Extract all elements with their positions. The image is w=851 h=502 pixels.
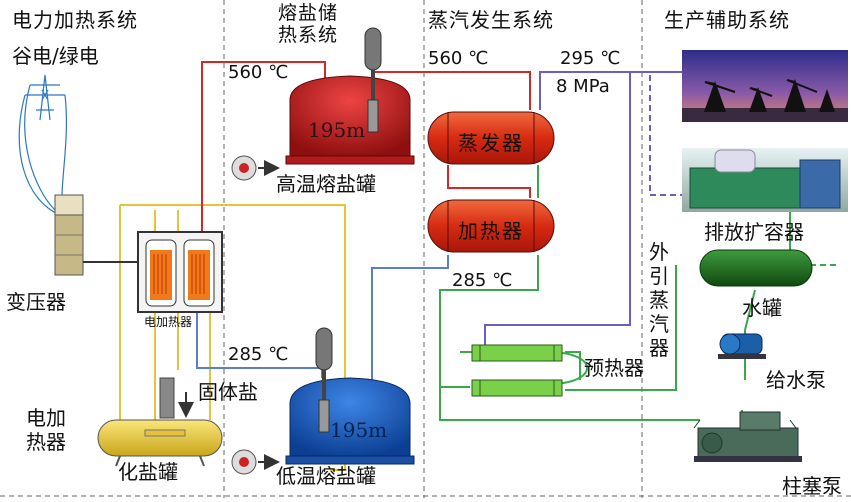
transformer-label: 变压器	[6, 290, 66, 314]
steam-in-temp: 560 ℃	[428, 48, 489, 69]
expansion-vessel-label: 排放扩容器	[704, 220, 804, 244]
feed-pump-icon	[718, 333, 766, 359]
preheater-label: 预热器	[584, 356, 644, 380]
cold-salt-temp: 285 ℃	[228, 344, 289, 365]
preheater-lower	[471, 379, 563, 397]
evaporator-vessel	[427, 111, 555, 165]
evaporator-label: 蒸发器	[458, 131, 524, 155]
steam-lines	[484, 71, 682, 345]
section-title-electric: 电力加热系统	[12, 8, 138, 32]
hot-salt-lines	[201, 61, 531, 232]
grid-power-label: 谷电/绿电	[12, 44, 99, 68]
steam-out-temp: 295 ℃	[560, 48, 621, 69]
heater-label: 加热器	[458, 219, 524, 243]
feed-pump-label: 给水泵	[766, 368, 826, 392]
heating-element-left	[145, 239, 177, 307]
preheater-upper	[471, 344, 563, 362]
section-title-steam: 蒸汽发生系统	[428, 8, 554, 32]
hot-tank-fan-icon	[231, 155, 280, 181]
transformer-icon	[54, 194, 84, 276]
plunger-pump-icon	[693, 411, 802, 462]
water-tank	[699, 249, 813, 287]
section-title-storage-2: 热系统	[278, 24, 339, 46]
cold-tank-fan-icon	[231, 449, 280, 475]
electric-heater-label-2: 热器	[26, 430, 66, 454]
external-steam-char-1: 外	[649, 240, 669, 264]
external-steam-char-3: 蒸	[649, 288, 669, 312]
heater-out-temp: 285 ℃	[452, 270, 513, 291]
oilfield-photo	[682, 50, 848, 122]
melt-tank	[97, 377, 223, 467]
solid-salt-label: 固体盐	[198, 380, 258, 404]
heating-element-right	[183, 239, 215, 307]
electric-heater-label-1: 电加	[26, 406, 66, 430]
hot-salt-temp: 560 ℃	[228, 62, 289, 83]
hot-tank-volume: 195m	[308, 118, 366, 142]
external-steam-char-4: 汽	[649, 312, 669, 336]
transmission-tower-icon	[18, 74, 67, 216]
electric-heater-box	[137, 231, 223, 313]
external-steam-char-2: 引	[649, 264, 669, 288]
cold-tank-volume: 195m	[330, 418, 388, 442]
cold-salt-tank	[285, 327, 415, 465]
heater-vessel	[427, 199, 555, 253]
section-title-production: 生产辅助系统	[664, 8, 790, 32]
cold-tank-label: 低温熔盐罐	[276, 464, 376, 488]
steam-pressure: 8 MPa	[556, 76, 610, 97]
melt-tank-label: 化盐罐	[118, 460, 178, 484]
section-title-storage-1: 熔盐储	[278, 2, 339, 24]
electric-heater-box-label: 电加热器	[144, 315, 193, 329]
hot-tank-label: 高温熔盐罐	[276, 172, 376, 196]
external-steam-char-5: 器	[649, 336, 669, 360]
water-tank-label: 水罐	[742, 296, 782, 320]
hot-salt-tank	[285, 27, 415, 165]
plunger-pump-label: 柱塞泵	[782, 474, 842, 498]
expansion-vessel-photo	[682, 148, 848, 212]
